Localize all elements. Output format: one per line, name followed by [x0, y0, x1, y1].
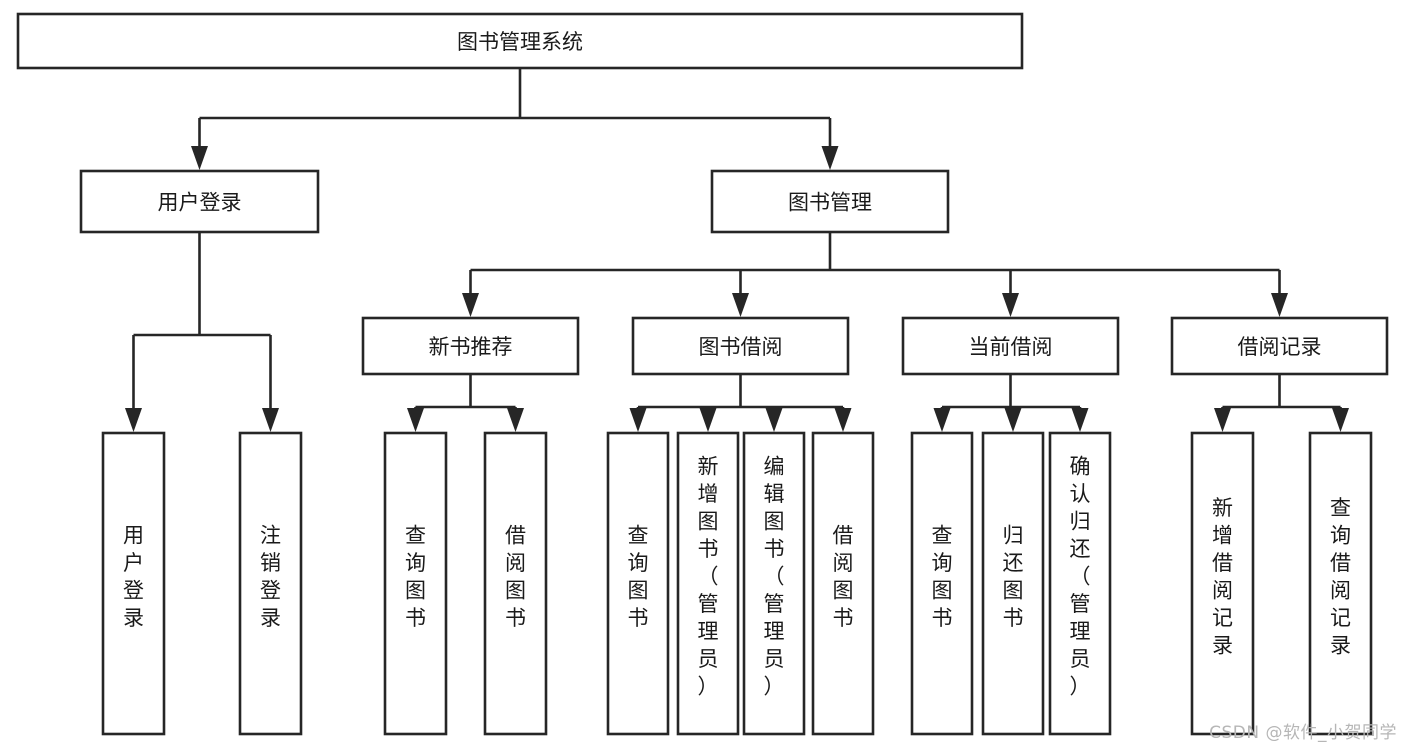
arrow-head-icon: [765, 408, 783, 432]
arrow-head-icon: [1004, 408, 1022, 432]
arrow-head-icon: [262, 408, 279, 432]
node-leaf-borrow-book-rec[interactable]: 借阅图书: [483, 431, 548, 736]
node-label: 用户登录: [123, 523, 144, 630]
node-box: [710, 169, 950, 234]
node-leaf-query-book-rec[interactable]: 查询图书: [383, 431, 448, 736]
arrow-head-icon: [1214, 408, 1231, 432]
arrow-head-icon: [933, 408, 951, 432]
node-root[interactable]: 图书管理系统: [16, 12, 1024, 70]
node-user-login[interactable]: 用户登录: [79, 169, 320, 234]
node-leaf-edit-book[interactable]: 编辑图书（管理员）: [742, 431, 806, 736]
node-label: 确认归还（管理员）: [1070, 455, 1091, 699]
arrow-head-icon: [732, 293, 749, 317]
node-leaf-user-login[interactable]: 用户登录: [101, 431, 166, 736]
node-box: [238, 431, 303, 736]
node-leaf-query-book-cb[interactable]: 查询图书: [910, 431, 974, 736]
node-box: [981, 431, 1045, 736]
node-box: [910, 431, 974, 736]
node-label: 借阅图书: [505, 523, 526, 630]
node-leaf-add-record[interactable]: 新增借阅记录: [1190, 431, 1255, 736]
node-leaf-query-record[interactable]: 查询借阅记录: [1308, 431, 1373, 736]
node-box: [361, 316, 580, 376]
node-box: [631, 316, 850, 376]
node-label: 图书借阅: [699, 335, 783, 359]
node-label: 新增借阅记录: [1212, 496, 1233, 658]
node-box: [1048, 431, 1112, 736]
node-label: 查询图书: [405, 523, 426, 630]
node-new-book-recommend[interactable]: 新书推荐: [361, 316, 580, 376]
node-label: 查询图书: [628, 523, 649, 630]
node-label: 借阅记录: [1238, 335, 1322, 359]
node-box: [1190, 431, 1255, 736]
arrow-head-icon: [629, 408, 647, 432]
node-label: 借阅图书: [833, 523, 854, 630]
edge-group-borrow-record: [1214, 374, 1349, 432]
node-label: 查询借阅记录: [1330, 496, 1351, 658]
node-leaf-user-logout[interactable]: 注销登录: [238, 431, 303, 736]
node-box: [101, 431, 166, 736]
watermark-text: CSDN @软件_小贺同学: [1209, 723, 1397, 743]
node-label: 用户登录: [158, 191, 242, 215]
node-box: [16, 12, 1024, 70]
arrow-head-icon: [1271, 293, 1288, 317]
arrow-head-icon: [821, 146, 839, 170]
edge-group-user-login: [125, 232, 279, 432]
node-box: [1170, 316, 1389, 376]
node-label: 新书推荐: [429, 335, 513, 359]
node-label: 归还图书: [1003, 523, 1024, 630]
arrow-head-icon: [125, 408, 142, 432]
node-book-manage[interactable]: 图书管理: [710, 169, 950, 234]
edge-group-book-borrow: [629, 374, 852, 432]
node-leaf-return-book[interactable]: 归还图书: [981, 431, 1045, 736]
node-box: [483, 431, 548, 736]
edge-group-root: [191, 68, 839, 170]
node-box: [606, 431, 670, 736]
arrow-head-icon: [1002, 293, 1019, 317]
arrow-head-icon: [407, 408, 424, 432]
node-label: 图书管理系统: [457, 30, 583, 54]
arrow-head-icon: [1332, 408, 1349, 432]
node-boxes: 图书管理系统用户登录图书管理新书推荐图书借阅当前借阅借阅记录用户登录注销登录查询…: [16, 12, 1389, 736]
node-current-borrow[interactable]: 当前借阅: [901, 316, 1120, 376]
node-label: 新增图书（管理员）: [698, 455, 719, 699]
node-borrow-record[interactable]: 借阅记录: [1170, 316, 1389, 376]
arrow-head-icon: [834, 408, 852, 432]
arrow-head-icon: [699, 408, 717, 432]
edge-group-new-book-recommend: [407, 374, 524, 432]
node-box: [676, 431, 740, 736]
node-box: [811, 431, 875, 736]
edge-group-book-manage: [462, 232, 1288, 317]
node-box: [901, 316, 1120, 376]
arrow-head-icon: [462, 293, 479, 317]
node-leaf-add-book[interactable]: 新增图书（管理员）: [676, 431, 740, 736]
node-leaf-borrow-book-br[interactable]: 借阅图书: [811, 431, 875, 736]
node-label: 查询图书: [932, 523, 953, 630]
node-label: 图书管理: [788, 191, 872, 215]
node-label: 编辑图书（管理员）: [764, 455, 785, 699]
arrow-head-icon: [191, 146, 208, 170]
node-box: [79, 169, 320, 234]
node-box: [742, 431, 806, 736]
node-box: [383, 431, 448, 736]
arrow-head-icon: [1071, 408, 1089, 432]
edge-group-current-borrow: [933, 374, 1089, 432]
node-box: [1308, 431, 1373, 736]
node-leaf-query-book-br[interactable]: 查询图书: [606, 431, 670, 736]
node-label: 当前借阅: [969, 335, 1053, 359]
node-book-borrow[interactable]: 图书借阅: [631, 316, 850, 376]
node-label: 注销登录: [260, 523, 281, 630]
connector-lines: [125, 68, 1349, 432]
arrow-head-icon: [507, 408, 524, 432]
node-leaf-confirm-return[interactable]: 确认归还（管理员）: [1048, 431, 1112, 736]
